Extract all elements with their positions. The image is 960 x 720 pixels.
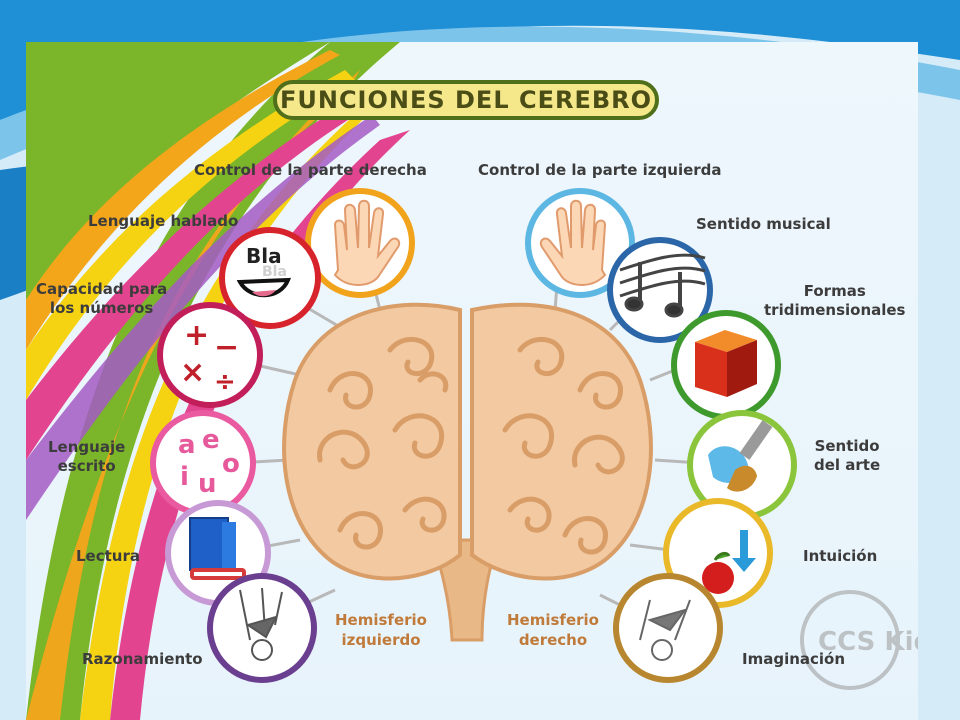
- label-capacidad-numeros: Capacidad para los números: [36, 280, 168, 317]
- svg-text:CCS Kids: CCS Kids: [818, 627, 918, 657]
- speech-bla-circle: Bla Bla: [219, 227, 321, 329]
- ccs-kids-watermark: CCS Kids: [800, 590, 918, 690]
- vowels-icon: a e i u o: [178, 425, 240, 499]
- label-control-derecha: Control de la parte derecha: [194, 161, 427, 179]
- apple-icon: [702, 530, 756, 594]
- svg-text:+: +: [184, 318, 209, 353]
- cube-circle: [671, 310, 781, 420]
- svg-text:o: o: [222, 449, 240, 479]
- label-control-izquierda: Control de la parte izquierda: [478, 161, 722, 179]
- books-icon: [189, 517, 246, 580]
- right-hand-circle: [305, 188, 415, 298]
- svg-text:Bla: Bla: [246, 244, 282, 268]
- label-sentido-musical: Sentido musical: [696, 215, 831, 233]
- svg-text:e: e: [202, 425, 220, 455]
- math-symbols-icon: + − × ÷: [180, 318, 239, 397]
- music-notes-icon: [619, 253, 706, 318]
- label-imaginacion: Imaginación: [742, 650, 846, 668]
- speech-bla-icon: Bla Bla: [236, 244, 292, 298]
- label-formas-tridimensionales: Formas tridimensionales: [764, 282, 906, 319]
- label-hemisferio-izquierdo: Hemisferio izquierdo: [335, 611, 427, 649]
- label-hemisferio-derecho: Hemisferio derecho: [507, 611, 599, 649]
- right-hand-icon: [333, 199, 401, 286]
- cube-icon: [695, 330, 757, 397]
- math-circle: + − × ÷: [157, 302, 263, 408]
- diagram-art: Bla Bla + − × ÷ a e i u o: [26, 42, 918, 720]
- page-title: FUNCIONES DEL CEREBRO: [279, 86, 653, 114]
- green-corner: [26, 42, 330, 300]
- reasoning-circle: [207, 573, 317, 683]
- svg-text:×: ×: [180, 355, 205, 390]
- art-circle: [687, 410, 797, 520]
- left-hand-icon: [539, 199, 607, 286]
- svg-text:÷: ÷: [214, 367, 236, 397]
- left-hand-circle: [525, 188, 635, 298]
- label-lenguaje-escrito: Lenguaje escrito: [48, 438, 126, 475]
- paintbrush-icon: [708, 420, 773, 492]
- label-sentido-arte: Sentido del arte: [814, 437, 881, 474]
- svg-text:a: a: [178, 430, 196, 460]
- music-circle: [607, 237, 713, 343]
- title-banner: FUNCIONES DEL CEREBRO: [273, 80, 659, 120]
- svg-text:u: u: [198, 469, 217, 499]
- yellow-arc: [80, 95, 390, 720]
- brain: [282, 302, 653, 642]
- svg-text:−: −: [214, 330, 239, 365]
- label-lectura: Lectura: [76, 547, 140, 565]
- svg-text:i: i: [180, 462, 189, 492]
- label-intuicion: Intuición: [803, 547, 878, 565]
- svg-text:Bla: Bla: [262, 264, 287, 280]
- label-lenguaje-hablado: Lenguaje hablado: [88, 212, 239, 230]
- label-razonamiento: Razonamiento: [82, 650, 203, 668]
- diagram-card: Bla Bla + − × ÷ a e i u o: [26, 42, 918, 720]
- diver-icon: [639, 599, 691, 661]
- vowels-circle: a e i u o: [150, 410, 256, 516]
- imagination-circle: [613, 573, 723, 683]
- puppet-icon: [239, 587, 283, 661]
- orange-arc: [26, 70, 360, 720]
- pink-arc: [110, 130, 410, 720]
